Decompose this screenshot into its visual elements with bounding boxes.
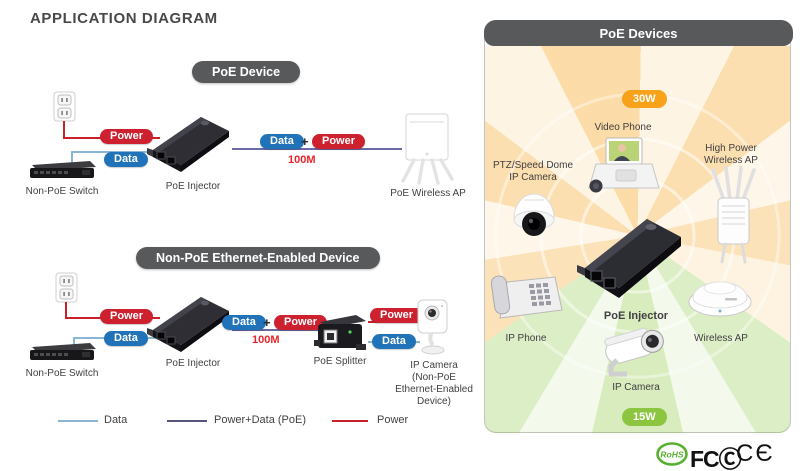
power-pill-d2: Power [100, 309, 154, 324]
poe-wire-d2 [232, 329, 318, 331]
data-pill-d2: Data [104, 331, 148, 346]
poe-splitter-icon [314, 315, 366, 350]
camera-label-line2: (Non-PoE [412, 372, 456, 383]
wireless-ap-icon [688, 281, 752, 317]
poe-injector-icon [147, 297, 229, 352]
legend-label-data: Data [104, 414, 128, 426]
plus-sign-d2: + [263, 315, 271, 330]
camera-label-line1: IP Camera [410, 360, 458, 371]
ap-label-d1: PoE Wireless AP [390, 188, 466, 199]
video-phone-icon [588, 137, 660, 193]
mid-data-pill-d1: Data [260, 134, 304, 149]
ip-camera-label: IP Camera [612, 382, 660, 393]
camera-label: IP Camera (Non-PoE Ethernet-Enabled Devi… [392, 360, 476, 408]
injector-label-panel: PoE Injector [603, 310, 669, 322]
legend-label-poe: Power+Data (PoE) [214, 414, 307, 426]
legend-line-poe [167, 420, 207, 422]
ip-phone-icon [491, 275, 563, 319]
poe-wire-d1 [232, 148, 402, 150]
svg-text:RoHS: RoHS [660, 450, 683, 460]
poe-injector-icon [577, 219, 681, 298]
mid-data-pill-d2: Data [222, 315, 266, 330]
legend-line-data [58, 420, 98, 422]
diagram2-header: Non-PoE Ethernet-Enabled Device [136, 247, 380, 269]
out-data-pill: Data [372, 334, 416, 349]
wattage-30w-badge: 30W [622, 90, 667, 108]
poe-devices-panel: PoE Devices 30W Video Phone PTZ/Speed Do… [484, 20, 793, 433]
camera-label-line3: Ethernet-Enabled [395, 384, 473, 395]
ce-logo: CЄ [736, 440, 775, 467]
switch-label-d2: Non-PoE Switch [25, 368, 99, 379]
mid-power-pill-d2: Power [274, 315, 328, 330]
network-switch-icon [30, 343, 96, 360]
out-power-pill: Power [370, 308, 424, 323]
wall-outlet-icon [53, 91, 76, 122]
poe-injector-icon [147, 117, 229, 172]
data-pill-d1: Data [104, 152, 148, 167]
poe-devices-panel-body: 30W Video Phone PTZ/Speed Dome IP Camera [485, 46, 790, 433]
distance-label-d1: 100M [288, 154, 316, 166]
distance-label-d2: 100M [252, 334, 280, 346]
rohs-logo: RoHS [656, 442, 688, 466]
high-power-ap-label: High Power Wireless AP [704, 143, 758, 166]
ip-camera-cube-icon [417, 299, 448, 355]
power-wire-vertical-1 [63, 121, 65, 139]
fcc-logo: FCⒸ [690, 446, 742, 471]
data-wire-vertical-1 [71, 151, 73, 166]
network-switch-icon [30, 161, 96, 178]
legend-label-power: Power [377, 414, 409, 426]
page-title: APPLICATION DIAGRAM [30, 10, 218, 27]
power-wire-vertical-2 [65, 302, 67, 319]
high-power-wireless-ap-icon [711, 166, 756, 264]
splitter-label: PoE Splitter [313, 356, 367, 367]
switch-label-d1: Non-PoE Switch [25, 186, 99, 197]
injector-label-d1: PoE Injector [165, 181, 221, 192]
ip-phone-label: IP Phone [505, 333, 547, 344]
mid-power-pill-d1: Power [312, 134, 366, 149]
poe-devices-panel-header: PoE Devices [484, 20, 793, 46]
ptz-camera-label: PTZ/Speed Dome IP Camera [492, 160, 574, 183]
video-phone-label: Video Phone [594, 122, 652, 133]
camera-label-line4: Device) [417, 396, 451, 407]
injector-label-d2: PoE Injector [165, 358, 221, 369]
legend-line-power [332, 420, 368, 422]
wireless-ap-label: Wireless AP [694, 333, 748, 344]
power-pill-d1: Power [100, 129, 154, 144]
plus-sign-d1: + [301, 134, 309, 149]
data-wire-vertical-2 [73, 337, 75, 349]
wattage-15w-badge: 15W [622, 408, 667, 426]
wall-outlet-icon [55, 272, 78, 303]
poe-wireless-ap-icon [401, 113, 454, 185]
ip-camera-bullet-icon [604, 327, 664, 377]
diagram1-header: PoE Device [192, 61, 301, 83]
ptz-dome-camera-icon [513, 193, 555, 236]
